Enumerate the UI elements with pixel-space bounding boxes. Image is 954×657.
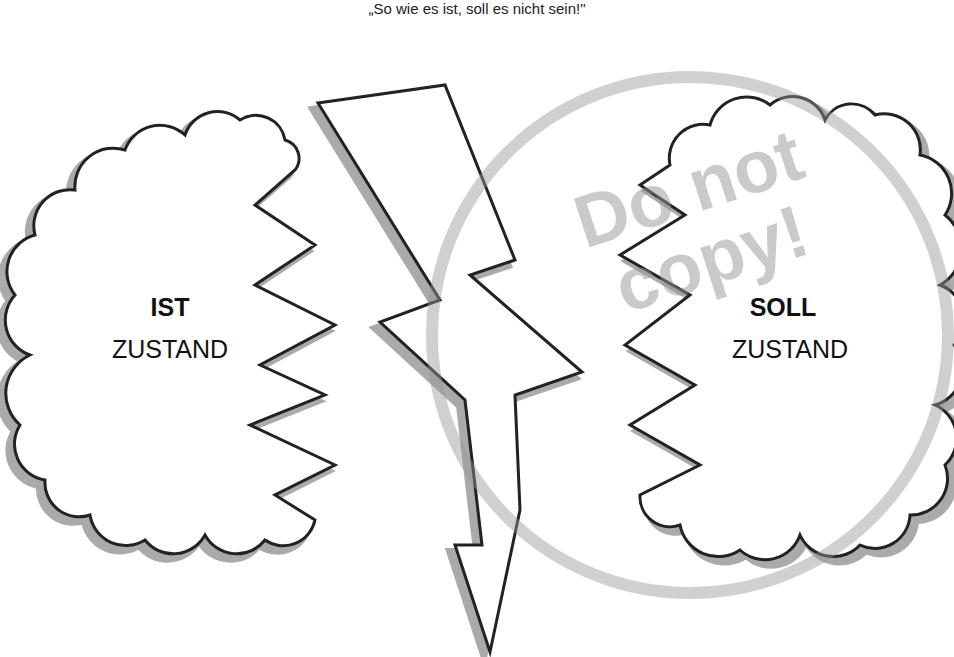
watermark-circle	[432, 77, 948, 593]
state-label: ZUSTAND	[112, 335, 228, 364]
bolt-outline	[318, 85, 582, 652]
cloud-border	[5, 112, 335, 554]
state-heading: SOLL	[750, 293, 817, 322]
cloud-shape: IST ZUSTAND	[15, 95, 360, 545]
state-heading: IST	[151, 293, 190, 322]
state-label: ZUSTAND	[732, 335, 848, 364]
diagram-title: „So wie es ist, soll es nicht sein!"	[0, 0, 954, 18]
